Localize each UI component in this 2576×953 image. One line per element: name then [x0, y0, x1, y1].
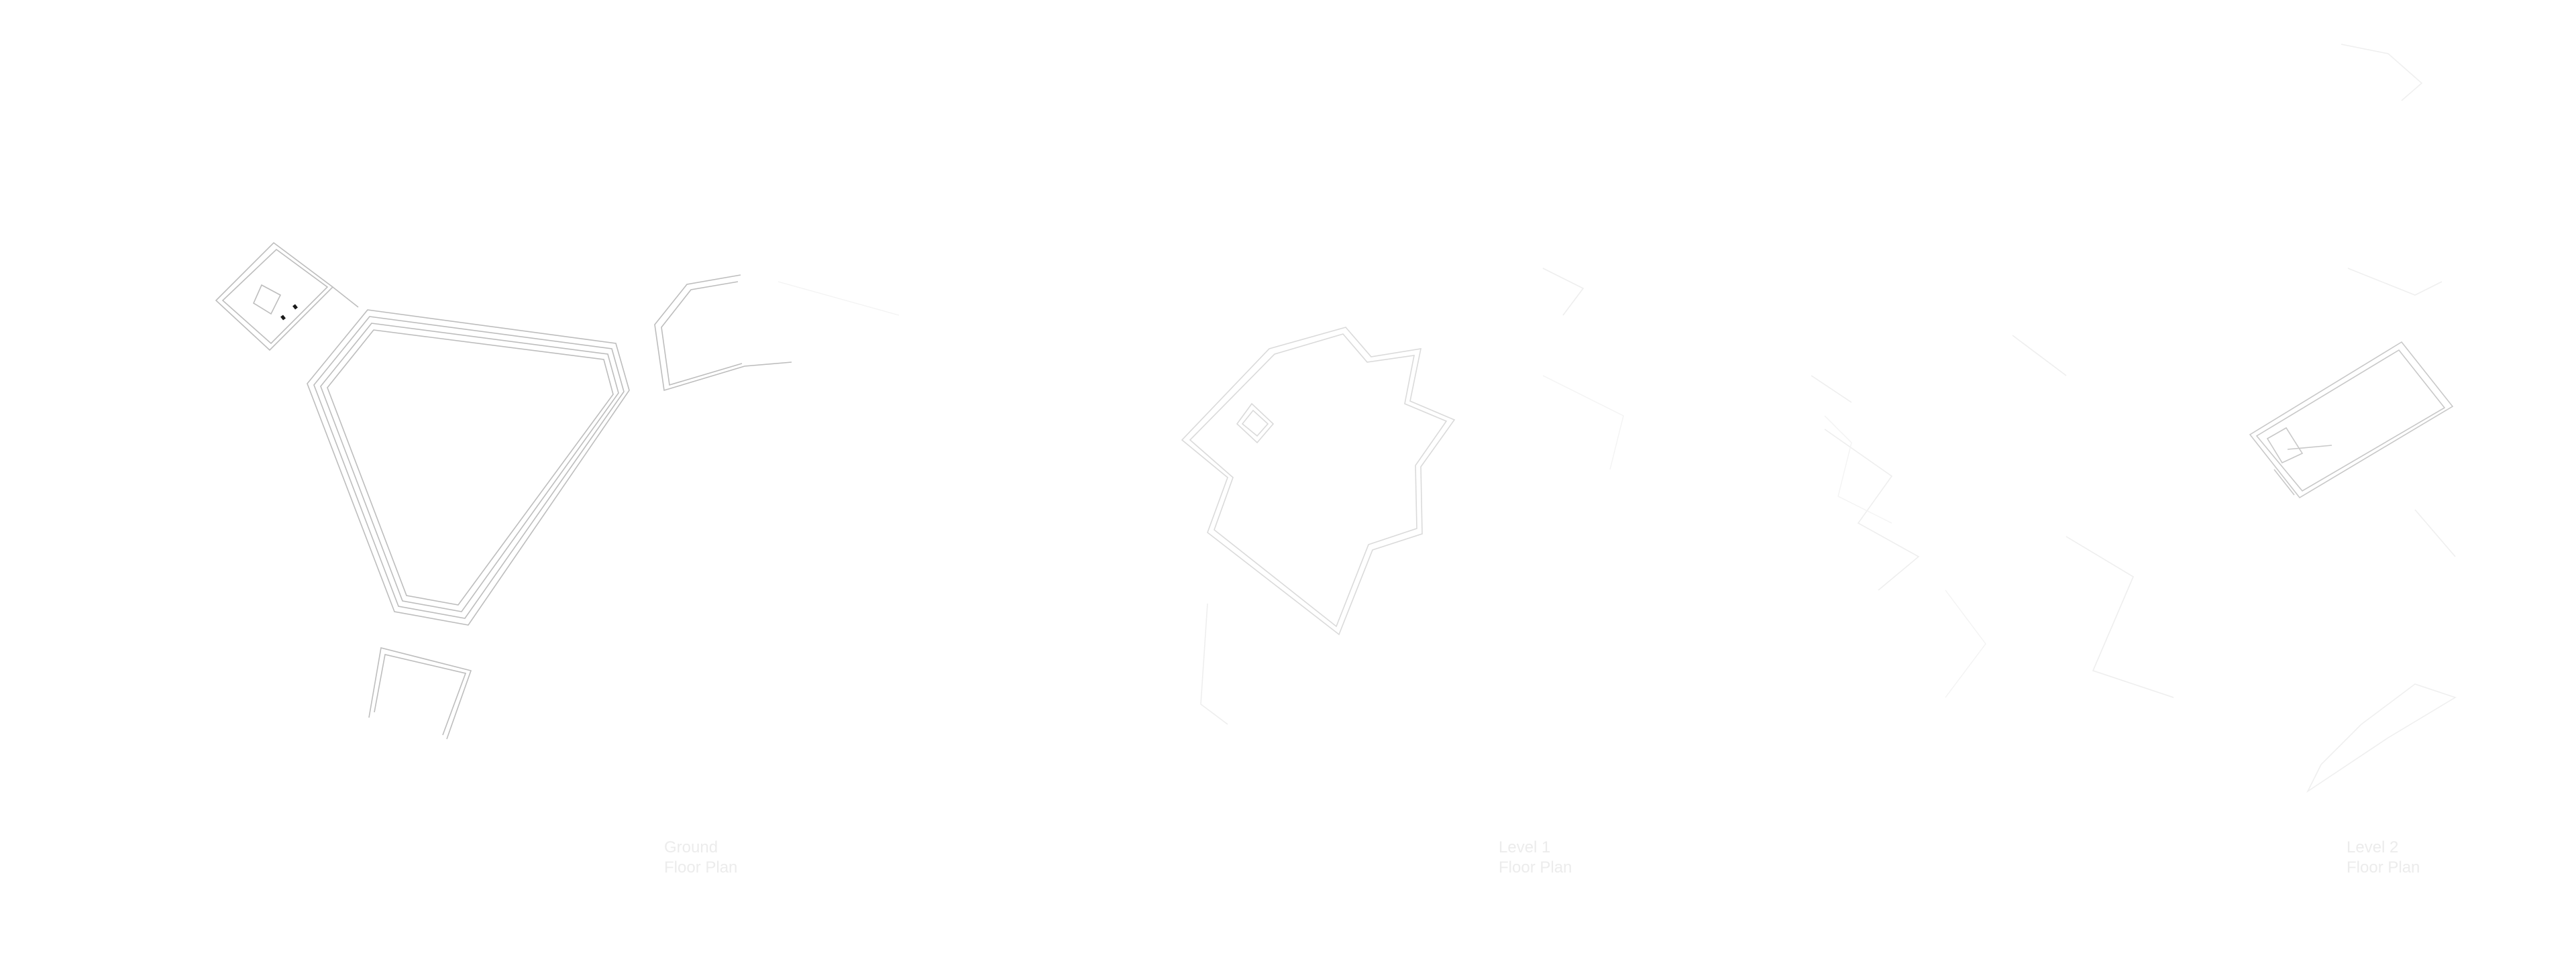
- level-1-plan-level: Level 1: [1499, 838, 1551, 856]
- level-1-main-block: [1181, 327, 1456, 636]
- level-2-main-block: [2249, 341, 2454, 499]
- ground-accent-marks: [280, 304, 298, 321]
- ground-plan-caption: Floor Plan: [664, 858, 738, 877]
- level-1-floor-plan-label: Level 1 Floor Plan: [1499, 838, 1572, 878]
- ground-central-pavilion: [307, 309, 630, 626]
- level-1-faint-extensions: [1200, 268, 2174, 725]
- ground-east-wing: [654, 274, 792, 392]
- level-2-floor-plan: [2249, 44, 2457, 793]
- level-1-floor-plan: [1181, 268, 2174, 725]
- level-2-plan-caption: Floor Plan: [2347, 858, 2420, 877]
- background-faint-lines: [777, 281, 1986, 698]
- ground-floor-plan-label: Ground Floor Plan: [664, 838, 737, 878]
- ground-north-pavilion: [215, 241, 359, 351]
- ground-plan-level: Ground: [664, 838, 718, 856]
- ground-floor-plan: [215, 241, 792, 740]
- level-2-plan-level: Level 2: [2347, 838, 2399, 856]
- level-2-faint-extensions: [2306, 44, 2457, 793]
- level-2-floor-plan-label: Level 2 Floor Plan: [2347, 838, 2420, 878]
- ground-south-wing: [368, 647, 472, 740]
- level-1-plan-caption: Floor Plan: [1499, 858, 1572, 877]
